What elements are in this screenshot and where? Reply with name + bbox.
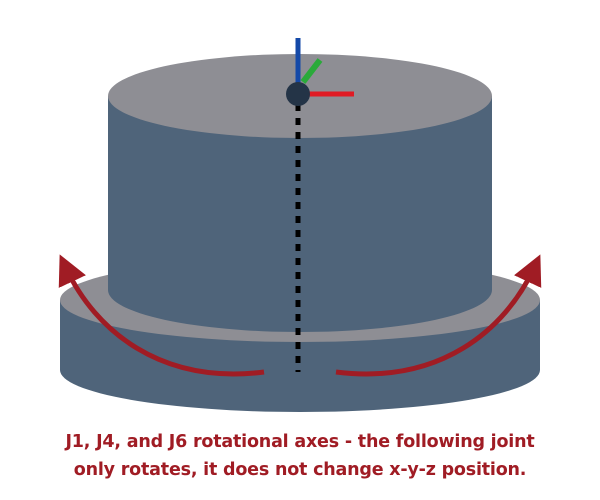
joint-origin-dot bbox=[286, 82, 310, 106]
y-axis-line bbox=[300, 58, 323, 84]
caption-line-1: J1, J4, and J6 rotational axes - the fol… bbox=[65, 432, 535, 452]
rotation-arrow-left bbox=[58, 254, 265, 377]
coordinate-frame bbox=[286, 38, 354, 106]
rotation-arrow-right bbox=[335, 254, 542, 377]
caption-line-2: only rotates, it does not change x-y-z p… bbox=[73, 460, 527, 480]
upper-cylinder-side bbox=[108, 96, 492, 332]
